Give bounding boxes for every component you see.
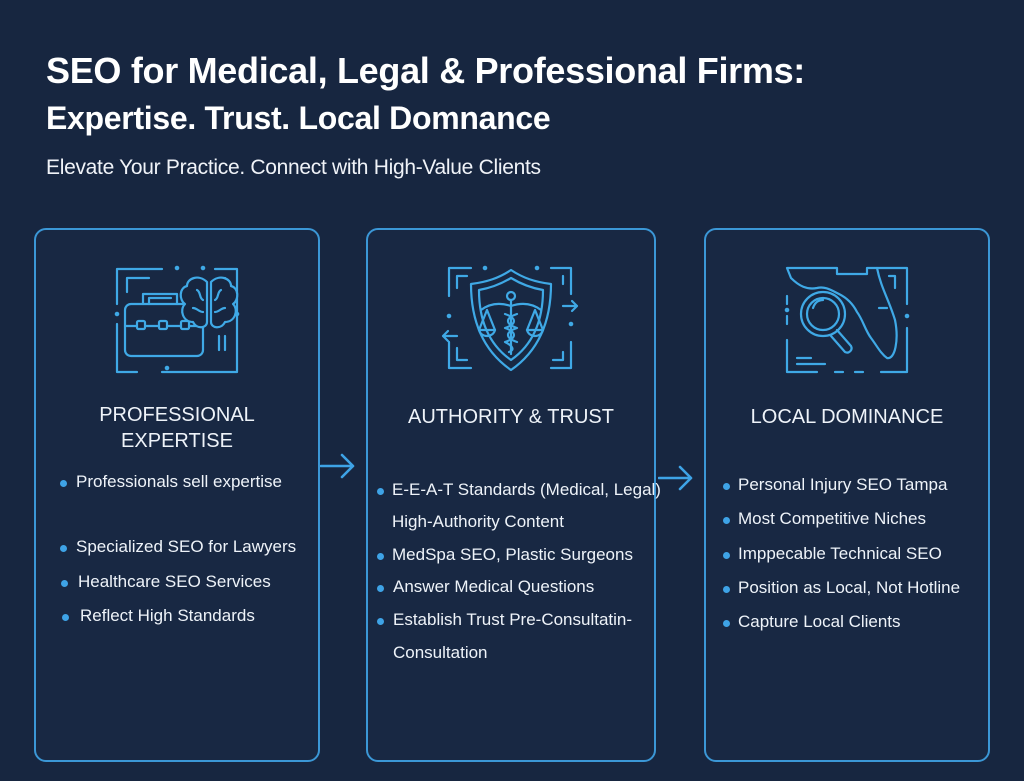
bullet-icon (62, 614, 69, 621)
florida-map-magnifier-icon (777, 264, 917, 374)
list-item: Imppecable Technical SEO (723, 544, 942, 564)
bullet-icon (723, 586, 730, 593)
shield-caduceus-scales-icon (441, 264, 581, 374)
list-item: Healthcare SEO Services (61, 572, 271, 592)
list-item: Capture Local Clients (723, 612, 901, 632)
list-item: High-Authority Content (392, 512, 564, 532)
list-item: Consultation (393, 643, 488, 663)
bullet-icon (60, 545, 67, 552)
list-item: Establish Trust Pre-Consultatin- (377, 610, 633, 630)
list-item-text: Healthcare SEO Services (78, 572, 271, 591)
bullet-icon (723, 483, 730, 490)
title-line-2: Expertise. Trust. Local Domnance (46, 100, 551, 136)
list-item-text: Answer Medical Questions (393, 577, 595, 596)
list-item-text: Personal Injury SEO Tampa (738, 475, 948, 494)
card-authority-trust: AUTHORITY & TRUST E-E-A-T Standards (Med… (366, 228, 661, 762)
bullet-icon (377, 488, 384, 495)
list-item: Most Competitive Niches (723, 509, 927, 529)
list-item-text: Imppecable Technical SEO (738, 544, 942, 563)
card-title: PROFESSIONAL EXPERTISE (36, 402, 318, 454)
bullet-icon (377, 618, 384, 625)
list-item-text: Specialized SEO for Lawyers (76, 537, 297, 556)
list-item-text: High-Authority Content (392, 512, 564, 531)
list-item: Reflect High Standards (62, 606, 255, 626)
card-title-line-1: PROFESSIONAL (99, 404, 255, 426)
list-item: MedSpa SEO, Plastic Surgeons (377, 545, 633, 565)
bullet-icon (723, 517, 730, 524)
list-item-text: E-E-A-T Standards (Medical, Legal) (392, 480, 661, 499)
bullet-icon (60, 480, 67, 487)
list-item: E-E-A-T Standards (Medical, Legal) (377, 480, 661, 500)
list-item-text: MedSpa SEO, Plastic Surgeons (392, 545, 633, 564)
list-item: Position as Local, Not Hotline (723, 578, 961, 598)
bullet-icon (723, 620, 730, 627)
briefcase-brain-icon (107, 264, 247, 374)
list-item-text: Consultation (393, 643, 488, 662)
list-item: Answer Medical Questions (377, 577, 595, 597)
bullet-icon (377, 585, 384, 592)
title-line-1: SEO for Medical, Legal & Professional Fi… (46, 50, 805, 91)
list-item: Specialized SEO for Lawyers (60, 537, 297, 557)
list-item-text: Most Competitive Niches (738, 509, 927, 528)
list-item: Personal Injury SEO Tampa (723, 475, 948, 495)
list-item-text: Capture Local Clients (738, 612, 901, 631)
arrow-right-icon (319, 453, 356, 479)
card-professional-expertise: PROFESSIONAL EXPERTISE Professionals sel… (34, 228, 320, 762)
bullet-icon (61, 580, 68, 587)
card-title: AUTHORITY & TRUST (408, 406, 614, 428)
list-item-text: Position as Local, Not Hotline (738, 578, 961, 597)
card-title-line-2: EXPERTISE (121, 430, 233, 452)
arrow-right-icon (657, 465, 694, 491)
list-item-text: Professionals sell expertise (76, 472, 282, 491)
list-item: Professionals sell expertise (60, 472, 282, 492)
card-local-dominance: LOCAL DOMINANCE Personal Injury SEO Tamp… (704, 228, 990, 762)
list-item-text: Establish Trust Pre-Consultatin- (393, 610, 633, 629)
bullet-icon (723, 552, 730, 559)
list-item-text: Reflect High Standards (80, 606, 255, 625)
subtitle: Elevate Your Practice. Connect with High… (46, 156, 541, 179)
bullet-icon (377, 553, 384, 560)
card-title: LOCAL DOMINANCE (750, 406, 944, 428)
